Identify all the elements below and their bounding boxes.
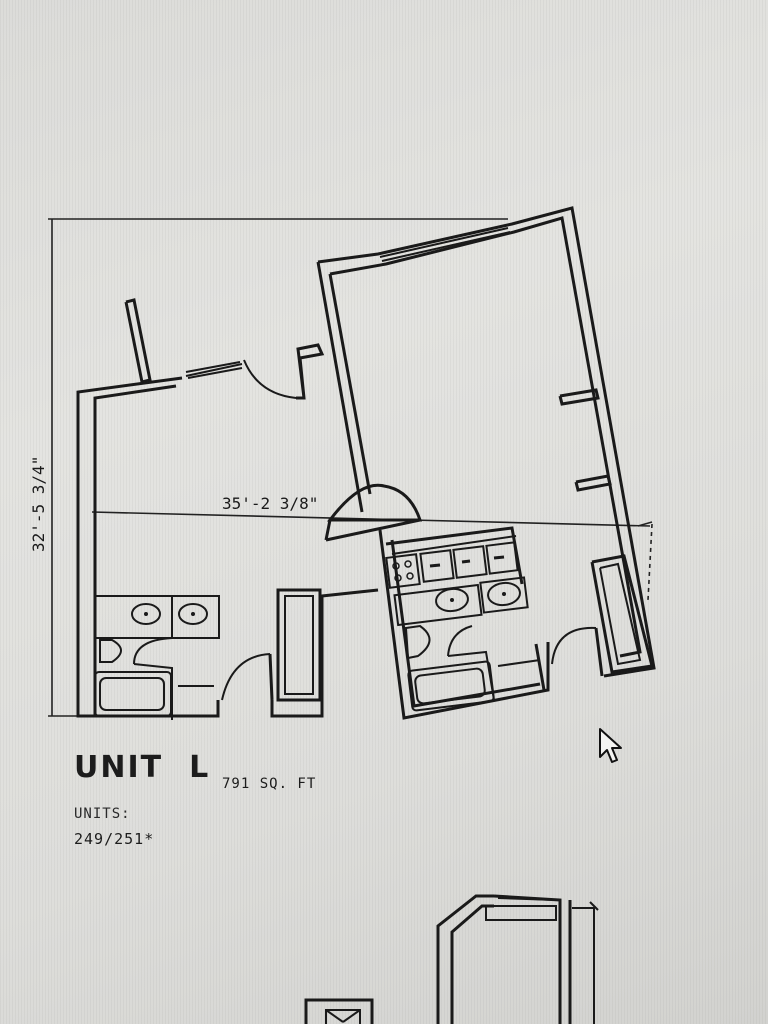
arrow-pointer-icon [599, 728, 622, 763]
central-door-arch [324, 483, 423, 542]
unit-area: 791 SQ. FT [222, 776, 317, 792]
unit-name: UNIT [74, 750, 164, 785]
units-list: 249/251* [74, 830, 155, 848]
right-wing-walls [316, 206, 656, 720]
closet-right [590, 554, 654, 674]
bathroom-right [404, 624, 604, 712]
dimension-lines [48, 218, 653, 717]
units-heading: UNITS: [74, 806, 131, 822]
unit-title: UNIT L [74, 750, 210, 785]
kitchen [385, 526, 529, 627]
height-dimension-label: 32'-5 3/4" [29, 456, 48, 552]
closet-left [276, 588, 322, 702]
bathroom-left [94, 595, 274, 720]
width-dimension-label: 35'-2 3/8" [222, 494, 318, 513]
unit-letter: L [189, 750, 211, 785]
adjacent-unit-partial [304, 894, 599, 1024]
